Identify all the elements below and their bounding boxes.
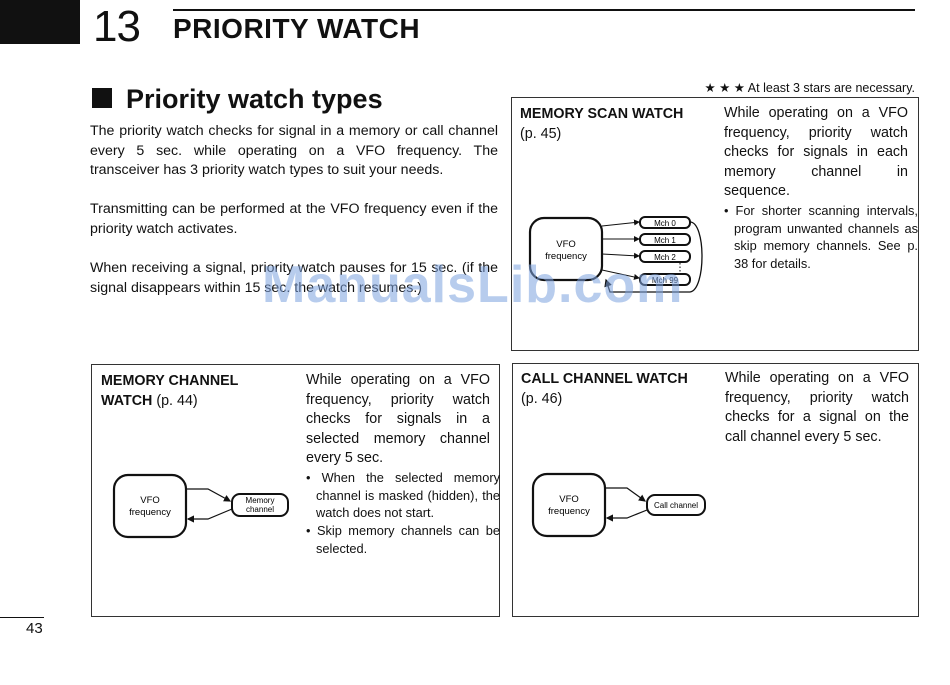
vfo-frequency-box (528, 216, 604, 282)
call-channel-watch-ref: (p. 46) (521, 391, 563, 407)
memory-scan-watch-box: MEMORY SCAN WATCH (p. 45) While operatin… (511, 97, 919, 351)
memory-channel-watch-ref: (p. 44) (156, 393, 198, 409)
chapter-rule (173, 9, 915, 11)
mch2-label: Mch 2 (654, 253, 676, 262)
call-channel-watch-diagram: VFO frequency Call channel (531, 472, 706, 538)
vfo-label-line2: frequency (129, 507, 171, 518)
memory-channel-watch-note-1-text: When the selected memory channel is mask… (316, 470, 500, 520)
memory-channel-watch-note-2: • Skip memory channels can be selected. (306, 523, 500, 556)
call-channel-watch-text: While operating on a VFO frequency, prio… (725, 370, 909, 445)
to-channel-arrow (186, 488, 232, 502)
intro-paragraph-1: The priority watch checks for signal in … (90, 123, 498, 178)
vfo-frequency-box (112, 473, 188, 539)
memory-channel-watch-box: MEMORY CHANNEL WATCH (p. 44) While opera… (91, 364, 500, 617)
memory-channel-watch-note-1: • When the selected memory channel is ma… (306, 470, 500, 520)
vfo-label-line2: frequency (548, 506, 590, 517)
watermark: ManualsLib.com (262, 256, 684, 314)
memory-channel-label-line1: Memory (246, 496, 275, 505)
call-channel-label: Call channel (654, 501, 698, 510)
memory-scan-watch-text: While operating on a VFO frequency, prio… (724, 105, 908, 199)
memory-scan-watch-note: • For shorter scanning intervals, progra… (724, 203, 918, 271)
mch0-label: Mch 0 (654, 219, 676, 228)
memory-channel-watch-note-2-text: Skip memory channels can be selected. (316, 523, 500, 556)
vfo-frequency-box (531, 472, 607, 538)
section-bullet-icon (92, 88, 112, 108)
section-title: Priority watch types (126, 84, 383, 114)
mch1-box (639, 233, 691, 246)
memory-channel-watch-diagram: VFO frequency Memory channel (112, 473, 289, 539)
page-number: 43 (26, 620, 43, 637)
memory-channel-watch-text: While operating on a VFO frequency, prio… (306, 372, 490, 466)
mch2-box (639, 250, 691, 263)
memory-scan-watch-note-text: For shorter scanning intervals, program … (734, 203, 918, 271)
vfo-label-line2: frequency (545, 251, 587, 262)
mch99-box (639, 273, 691, 286)
mch1-label: Mch 1 (654, 236, 676, 245)
return-arrow (605, 509, 648, 522)
mch99-label: Mch 99 (652, 276, 679, 285)
memory-scan-watch-diagram: VFO frequency Mch 0 Mch 1 Mch 2 Mch 99 (528, 216, 703, 293)
memory-scan-watch-title: MEMORY SCAN WATCH (520, 106, 684, 122)
call-channel-box (646, 494, 706, 516)
call-channel-watch-box: CALL CHANNEL WATCH (p. 46) While operati… (512, 363, 919, 617)
memory-channel-watch-title: MEMORY CHANNEL WATCH (p. 44) (101, 371, 281, 411)
intro-paragraph-2: Transmitting can be performed at the VFO… (90, 201, 498, 237)
chapter-number: 13 (93, 2, 141, 51)
chapter-tab-block (0, 0, 80, 44)
chapter-title: PRIORITY WATCH (173, 13, 421, 44)
vfo-label-line1: VFO (140, 495, 160, 506)
call-channel-watch-title: CALL CHANNEL WATCH (521, 371, 688, 387)
memory-channel-label-line2: channel (246, 505, 274, 514)
vfo-label-line1: VFO (559, 494, 579, 505)
memory-channel-watch-title-text: MEMORY CHANNEL WATCH (101, 373, 239, 409)
page-number-rule (0, 617, 44, 619)
return-arrow (186, 508, 233, 523)
return-loop-arrow (604, 221, 703, 293)
stars-requirement-note: ★ ★ ★ At least 3 stars are necessary. (704, 81, 915, 95)
to-call-channel-arrow (605, 487, 646, 502)
memory-channel-box (231, 493, 289, 517)
intro-paragraph-3: When receiving a signal, priority watch … (90, 260, 498, 296)
vfo-label-line1: VFO (556, 239, 576, 250)
memory-scan-watch-ref: (p. 45) (520, 126, 562, 142)
